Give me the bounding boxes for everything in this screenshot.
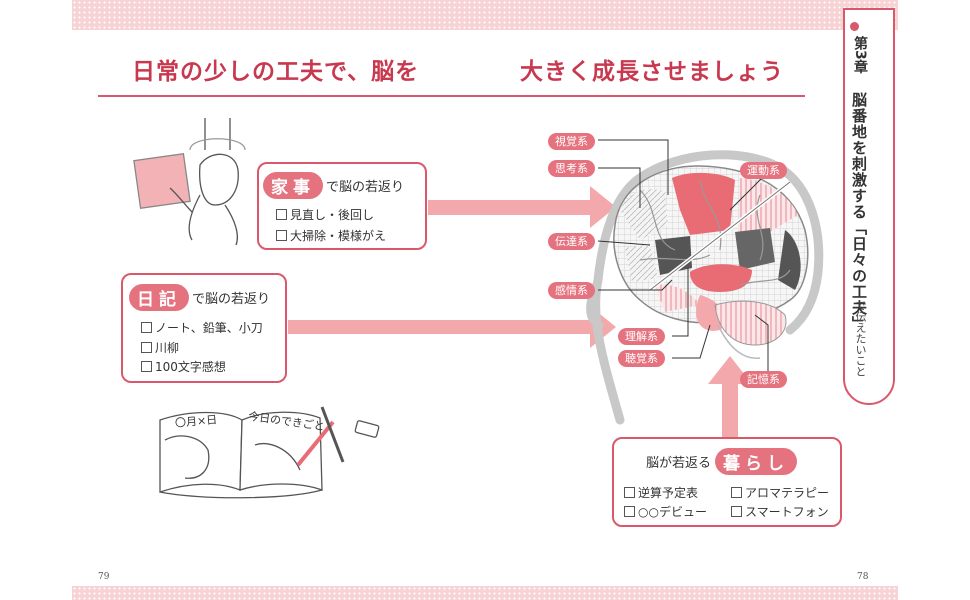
head-outline bbox=[591, 150, 824, 425]
housework-pill: 家事 bbox=[263, 172, 323, 199]
chapter-number: 第3章 bbox=[852, 36, 868, 74]
label-memory-system: 記憶系 bbox=[740, 371, 787, 388]
headline-left: 日常の少しの工夫で、脳を bbox=[132, 59, 420, 85]
arrow-lifestyle bbox=[708, 356, 752, 440]
lifestyle-item: スマートフォン bbox=[731, 504, 829, 520]
bottom-pattern-band bbox=[72, 586, 898, 600]
diary-item: 川柳 bbox=[141, 340, 179, 356]
label-visual-system: 視覚系 bbox=[548, 133, 595, 150]
housework-item: 見直し・後回し bbox=[276, 207, 374, 223]
diary-item: 100文字感想 bbox=[141, 359, 226, 375]
brain-illustration bbox=[613, 165, 809, 359]
arrow-diary bbox=[288, 306, 616, 348]
headline-right: 大きく成長させましょう bbox=[520, 59, 784, 85]
housework-item: 大掃除・模様がえ bbox=[276, 228, 386, 244]
top-pattern-band bbox=[72, 0, 898, 30]
lifestyle-item: アロマテラピー bbox=[731, 485, 829, 501]
headline-underline bbox=[98, 95, 805, 97]
label-thinking-system: 思考系 bbox=[548, 160, 595, 177]
lifestyle-item: ○○デビュー bbox=[624, 504, 707, 520]
diary-pill: 日記 bbox=[129, 284, 189, 311]
lifestyle-pill: 暮らし bbox=[715, 448, 798, 475]
diary-writing-illustration bbox=[159, 406, 380, 499]
chapter-dot-icon bbox=[850, 22, 859, 31]
lifestyle-item: 逆算予定表 bbox=[624, 485, 698, 501]
housework-card-title: 家事 で脳の若返り bbox=[263, 172, 404, 199]
label-hearing-system: 聴覚系 bbox=[618, 350, 665, 367]
diary-item: ノート、鉛筆、小刀 bbox=[141, 320, 263, 336]
diary-card-title: 日記 で脳の若返り bbox=[129, 284, 270, 311]
housework-title-rest: で脳の若返り bbox=[326, 180, 405, 195]
label-emotion-system: 感情系 bbox=[548, 282, 595, 299]
arrow-housework bbox=[428, 186, 616, 228]
chapter-title: 脳番地を刺激する「日々の工夫」 bbox=[850, 92, 868, 332]
chapter-subtitle: で伝えたいこと bbox=[854, 300, 867, 377]
lifestyle-card-title: 脳が若返る 暮らし bbox=[646, 448, 798, 475]
diary-title-rest: で脳の若返り bbox=[192, 292, 271, 307]
label-understanding-system: 理解系 bbox=[618, 328, 665, 345]
page-number-right: 78 bbox=[857, 572, 869, 582]
chapter-side-tab bbox=[843, 8, 895, 405]
page-number-left: 79 bbox=[98, 572, 110, 582]
label-transmission-system: 伝達系 bbox=[548, 233, 595, 250]
label-motor-system: 運動系 bbox=[740, 162, 787, 179]
lifestyle-title-pre: 脳が若返る bbox=[646, 456, 712, 471]
wiping-person-illustration bbox=[133, 118, 246, 246]
